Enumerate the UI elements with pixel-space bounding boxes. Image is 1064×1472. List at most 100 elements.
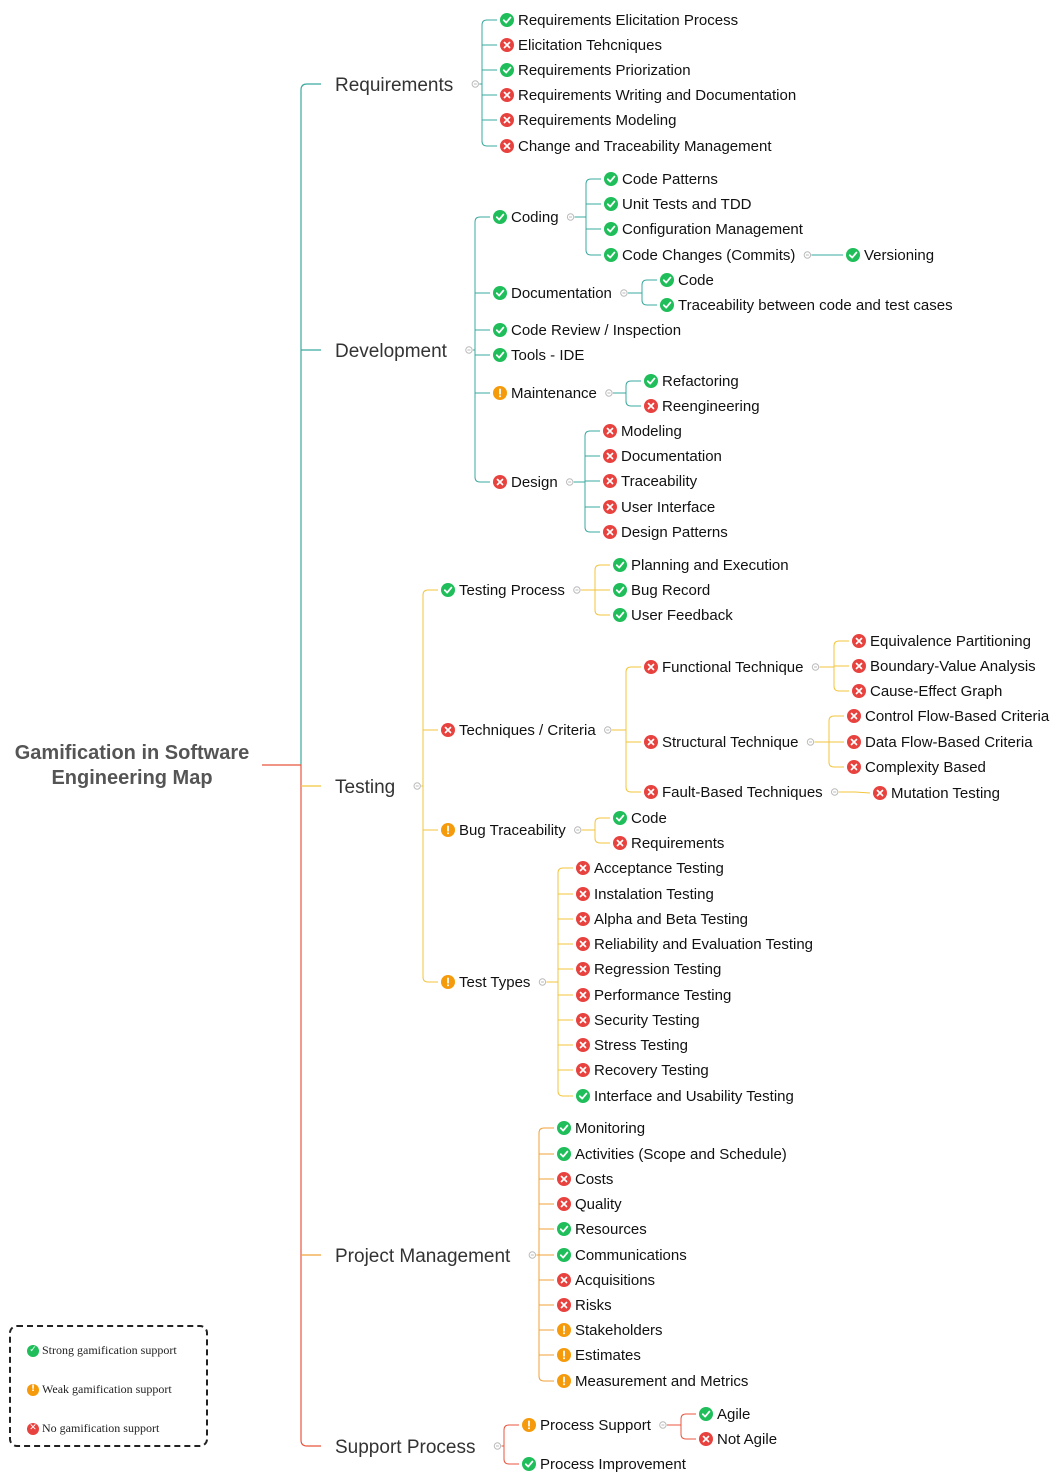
node-acquisitions[interactable]: Acquisitions [557, 1272, 655, 1289]
node-unit-tests-and-tdd[interactable]: Unit Tests and TDD [604, 196, 752, 213]
node-code-review-inspection[interactable]: Code Review / Inspection [493, 322, 681, 339]
node-acceptance-testing[interactable]: Acceptance Testing [576, 860, 724, 877]
node-traceability-between-code-and-test-cases[interactable]: Traceability between code and test cases [660, 297, 953, 314]
node-resources[interactable]: Resources [557, 1221, 647, 1238]
node-fault-based-techniques[interactable]: Fault-Based Techniques [644, 784, 823, 801]
cross-glyph [560, 1276, 568, 1284]
node-regression-testing[interactable]: Regression Testing [576, 961, 721, 978]
node-user-interface[interactable]: User Interface [603, 499, 715, 516]
check-glyph [646, 377, 656, 385]
node-code-patterns[interactable]: Code Patterns [604, 171, 718, 188]
node-measurement-and-metrics[interactable]: Measurement and Metrics [557, 1373, 748, 1390]
node-mutation-testing[interactable]: Mutation Testing [873, 785, 1000, 802]
node-functional-technique[interactable]: Functional Technique [644, 659, 804, 676]
node-requirements-priorization[interactable]: Requirements Priorization [500, 62, 691, 79]
node-user-feedback[interactable]: User Feedback [613, 607, 733, 624]
cross-glyph [647, 663, 655, 671]
node-stress-testing[interactable]: Stress Testing [576, 1037, 688, 1054]
node-security-testing[interactable]: Security Testing [576, 1012, 700, 1029]
node-reengineering[interactable]: Reengineering [644, 398, 760, 415]
node-design-patterns[interactable]: Design Patterns [603, 524, 728, 541]
node-process-support[interactable]: Process Support [522, 1417, 652, 1434]
node-label: Costs [575, 1171, 613, 1188]
branch-testing[interactable]: Testing [335, 777, 395, 798]
node-equivalence-partitioning[interactable]: Equivalence Partitioning [852, 633, 1031, 650]
node-instalation-testing[interactable]: Instalation Testing [576, 886, 714, 903]
node-label: Acceptance Testing [594, 860, 724, 877]
node-requirements-elicitation-process[interactable]: Requirements Elicitation Process [500, 12, 738, 29]
node-interface-and-usability-testing[interactable]: Interface and Usability Testing [576, 1088, 794, 1105]
node-reliability-and-evaluation-testing[interactable]: Reliability and Evaluation Testing [576, 936, 813, 953]
node-complexity-based[interactable]: Complexity Based [847, 759, 986, 776]
node-requirements[interactable]: Requirements [613, 835, 724, 852]
node-maintenance[interactable]: Maintenance [493, 385, 597, 402]
exclamation-icon: ! [27, 1383, 39, 1396]
node-activities-scope-and-schedule[interactable]: Activities (Scope and Schedule) [557, 1146, 787, 1163]
node-code[interactable]: Code [660, 272, 714, 289]
node-tools-ide[interactable]: Tools - IDE [493, 347, 584, 364]
node-testing-process[interactable]: Testing Process [441, 582, 565, 599]
node-documentation[interactable]: Documentation [493, 285, 612, 302]
node-not-agile[interactable]: Not Agile [699, 1431, 777, 1448]
node-modeling[interactable]: Modeling [603, 423, 682, 440]
node-refactoring[interactable]: Refactoring [644, 373, 739, 390]
node-recovery-testing[interactable]: Recovery Testing [576, 1062, 709, 1079]
node-structural-technique[interactable]: Structural Technique [644, 734, 798, 751]
node-configuration-management[interactable]: Configuration Management [604, 221, 804, 238]
node-code-changes-commits[interactable]: Code Changes (Commits) [604, 247, 795, 264]
node-label: Activities (Scope and Schedule) [575, 1146, 787, 1163]
cross-glyph [855, 637, 863, 645]
check-glyph [662, 301, 672, 309]
cross-glyph [579, 864, 587, 872]
check-glyph [495, 351, 505, 359]
node-coding[interactable]: Coding [493, 209, 559, 226]
node-requirements-modeling[interactable]: Requirements Modeling [500, 112, 676, 129]
connector [584, 526, 600, 533]
check-glyph [578, 1092, 588, 1100]
node-test-types[interactable]: Test Types [441, 974, 530, 991]
node-boundary-value-analysis[interactable]: Boundary-Value Analysis [852, 658, 1036, 675]
node-process-improvement[interactable]: Process Improvement [522, 1456, 687, 1472]
node-agile[interactable]: Agile [699, 1406, 750, 1423]
node-estimates[interactable]: Estimates [557, 1347, 641, 1364]
connector [538, 1375, 554, 1382]
node-elicitation-tehcniques[interactable]: Elicitation Tehcniques [500, 37, 662, 54]
node-risks[interactable]: Risks [557, 1297, 612, 1314]
node-quality[interactable]: Quality [557, 1196, 622, 1213]
node-techniques-criteria[interactable]: Techniques / Criteria [441, 722, 596, 739]
node-change-and-traceability-management[interactable]: Change and Traceability Management [500, 138, 772, 155]
node-code[interactable]: Code [613, 810, 667, 827]
node-cause-effect-graph[interactable]: Cause-Effect Graph [852, 683, 1002, 700]
cross-glyph [579, 965, 587, 973]
node-bug-traceability[interactable]: Bug Traceability [441, 822, 566, 839]
check-icon [660, 298, 674, 312]
branch-project-management[interactable]: Project Management [335, 1246, 511, 1267]
branch-development[interactable]: Development [335, 341, 448, 362]
node-communications[interactable]: Communications [557, 1247, 687, 1264]
cross-icon: ✕ [27, 1422, 39, 1435]
node-alpha-and-beta-testing[interactable]: Alpha and Beta Testing [576, 911, 748, 928]
node-stakeholders[interactable]: Stakeholders [557, 1322, 663, 1339]
cross-glyph [579, 991, 587, 999]
node-planning-and-execution[interactable]: Planning and Execution [613, 557, 789, 574]
node-label: Bug Record [631, 582, 710, 599]
node-monitoring[interactable]: Monitoring [557, 1120, 645, 1137]
branch-support-process[interactable]: Support Process [335, 1437, 475, 1458]
node-bug-record[interactable]: Bug Record [613, 582, 710, 599]
cross-glyph [702, 1435, 710, 1443]
node-data-flow-based-criteria[interactable]: Data Flow-Based Criteria [847, 734, 1033, 751]
node-design[interactable]: Design [493, 474, 558, 491]
node-control-flow-based-criteria[interactable]: Control Flow-Based Criteria [847, 708, 1050, 725]
node-performance-testing[interactable]: Performance Testing [576, 987, 731, 1004]
node-requirements-writing-and-documentation[interactable]: Requirements Writing and Documentation [500, 87, 796, 104]
check-icon [660, 273, 674, 287]
node-traceability[interactable]: Traceability [603, 473, 698, 490]
node-documentation[interactable]: Documentation [603, 448, 722, 465]
cross-glyph [606, 427, 614, 435]
cross-glyph [616, 839, 624, 847]
branch-requirements[interactable]: Requirements [335, 75, 453, 96]
node-label: Risks [575, 1297, 612, 1314]
node-label: Design [511, 474, 558, 491]
node-costs[interactable]: Costs [557, 1171, 613, 1188]
node-versioning[interactable]: Versioning [846, 247, 934, 264]
